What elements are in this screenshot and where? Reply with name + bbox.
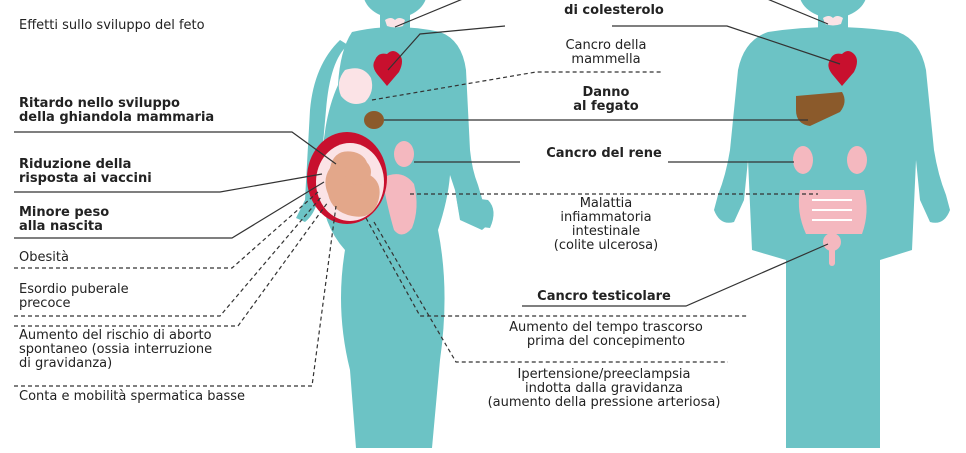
center-label-8-line-3: (aumento della pressione arteriosa) (488, 395, 721, 410)
center-label-2-line-1: Cancro della (565, 38, 646, 53)
center-label-1: Aumento dei livellidi colesterolo (545, 0, 682, 18)
center-label-5-line-3: intestinale (572, 224, 640, 239)
left-label-6-line-2: spontaneo (ossia interruzione (19, 342, 212, 357)
left-label-4-line-1: Obesità (19, 250, 69, 265)
left-label-1-line-1: Ritardo nello sviluppo (19, 96, 180, 111)
center-label-7-line-1: Aumento del tempo trascorso (509, 320, 703, 335)
left-label-7-line-1: Conta e mobilità spermatica basse (19, 389, 245, 404)
male-organs (793, 16, 867, 266)
left-label-6-line-3: di gravidanza) (19, 356, 112, 371)
liver-male-icon (796, 92, 845, 126)
heart-female-icon (373, 51, 402, 86)
intestine-female-icon (382, 174, 417, 235)
breast-icon (338, 68, 373, 104)
heart-male-icon (828, 51, 857, 86)
diagram-heading: Effetti sullo sviluppo del feto (19, 18, 205, 33)
left-label-3-line-2: alla nascita (19, 219, 103, 234)
fetus-head-icon (345, 159, 371, 185)
left-label-5-line-1: Esordio puberale (19, 282, 129, 297)
center-label-7-line-2: prima del concepimento (527, 334, 685, 349)
testicle-icon (823, 233, 841, 251)
intestine-male-icon (798, 190, 867, 234)
left-label-7: Conta e mobilità spermatica basse (19, 389, 245, 404)
center-label-1-line-2: di colesterolo (564, 3, 664, 18)
left-label-3-line-1: Minore peso (19, 205, 109, 220)
center-label-4-line-1: Cancro del rene (546, 146, 662, 161)
center-label-5-line-4: (colite ulcerosa) (554, 238, 658, 253)
female-organs (307, 18, 417, 235)
thyroid-male-icon (823, 16, 843, 26)
center-label-3-line-1: Danno (582, 85, 629, 100)
left-label-2-line-2: risposta ai vaccini (19, 171, 152, 186)
left-label-6-line-1: Aumento del rischio di aborto (19, 328, 212, 343)
center-labels: Aumento dei livellidi colesteroloCancro … (488, 0, 721, 410)
center-label-3-line-2: al fegato (573, 99, 639, 114)
center-label-1-line-1: Aumento dei livelli (545, 0, 682, 4)
center-label-5-line-1: Malattia (580, 196, 633, 211)
left-label-2-line-1: Riduzione della (19, 157, 131, 172)
center-label-6-line-1: Cancro testicolare (537, 289, 671, 304)
center-label-4: Cancro del rene (546, 146, 662, 161)
kidney-female-icon (394, 141, 414, 167)
liver-female-icon (364, 111, 384, 129)
center-label-8-line-1: Ipertensione/preeclampsia (517, 367, 690, 382)
penis-icon (829, 248, 835, 266)
kidney-male-right-icon (847, 146, 867, 174)
kidney-male-left-icon (793, 146, 813, 174)
left-label-1-line-2: della ghiandola mammaria (19, 110, 214, 125)
center-label-5-line-2: infiammatoria (560, 210, 651, 225)
center-label-8-line-2: indotta dalla gravidanza (525, 381, 683, 396)
leader-lines (14, 0, 841, 387)
center-label-2-line-2: mammella (571, 52, 640, 67)
left-label-4: Obesità (19, 250, 69, 265)
left-label-5-line-2: precoce (19, 296, 71, 311)
center-label-6: Cancro testicolare (537, 289, 671, 304)
